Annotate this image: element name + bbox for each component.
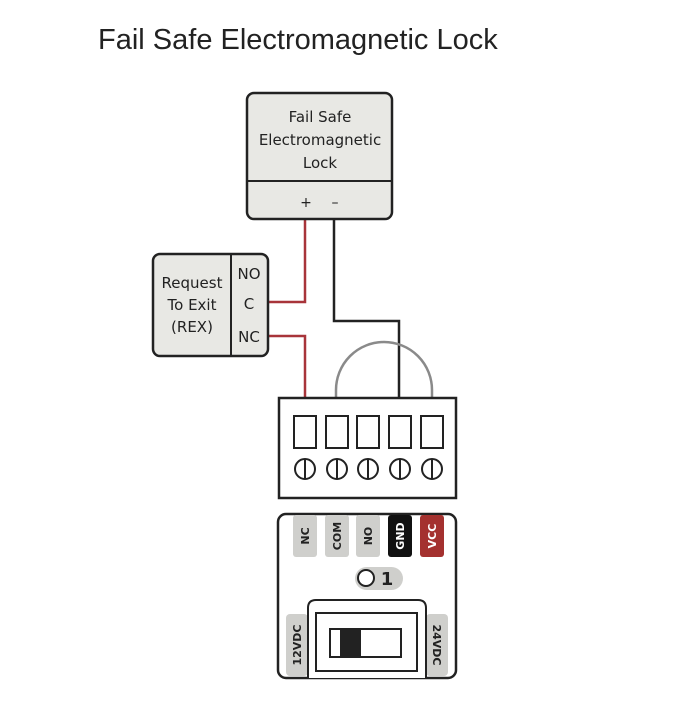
terminal-block <box>277 396 458 500</box>
pin-tag-no <box>356 515 380 557</box>
rex-contact-no: NO <box>237 265 260 283</box>
lock-terminal-negative: – <box>332 195 339 211</box>
lock-terminal-positive: + <box>300 195 312 211</box>
terminal-slot-4 <box>388 415 412 449</box>
rex-label-line-1: Request <box>162 274 223 292</box>
rex-label-line-2: To Exit <box>167 296 217 314</box>
wire-lock-negative-to-terminal-4 <box>332 218 401 438</box>
wire-lock-positive-to-rex-c <box>268 218 307 304</box>
diagram-title: Fail Safe Electromagnetic Lock <box>98 24 498 56</box>
pin-tag-vcc <box>420 515 444 557</box>
voltage-left-label: 12VDC <box>291 624 304 665</box>
pin-label-com: COM <box>331 522 344 550</box>
pin-tag-nc <box>293 515 317 557</box>
rex-contact-c: C <box>244 295 254 313</box>
lock-label-line-1: Fail Safe <box>289 108 352 126</box>
lock-label-line-3: Lock <box>303 154 338 172</box>
pin-label-gnd: GND <box>394 522 407 549</box>
pin-label-nc: NC <box>299 527 312 544</box>
pin-label-vcc: VCC <box>426 524 439 549</box>
rex-contact-nc: NC <box>238 328 260 346</box>
rex-label-line-3: (REX) <box>171 318 213 336</box>
indicator-label: 1 <box>381 569 394 590</box>
wires <box>268 218 434 438</box>
jumper-wire-terminal-2-to-5 <box>334 340 434 437</box>
pin-label-no: NO <box>362 527 375 546</box>
lock-label-line-2: Electromagnetic <box>259 131 381 149</box>
pin-tag-gnd <box>388 515 412 557</box>
rex-box: Request To Exit (REX) NO C NC <box>151 252 270 358</box>
lock-box: Fail Safe Electromagnetic Lock + – <box>245 91 394 221</box>
led-indicator-icon <box>357 569 375 587</box>
voltage-tag-left <box>286 614 308 676</box>
switch-slider[interactable] <box>340 630 361 656</box>
voltage-right-label: 24VDC <box>430 624 443 665</box>
pin-tag-com <box>325 515 349 557</box>
terminal-slot-3 <box>356 415 380 449</box>
voltage-select-switch[interactable] <box>329 628 402 658</box>
voltage-tag-right <box>426 614 448 676</box>
terminal-slot-5 <box>420 415 444 449</box>
controller-board: NC COM NO GND VCC 1 12VDC 24VDC <box>276 512 458 680</box>
terminal-slot-2 <box>325 415 349 449</box>
terminal-slot-1 <box>293 415 317 449</box>
